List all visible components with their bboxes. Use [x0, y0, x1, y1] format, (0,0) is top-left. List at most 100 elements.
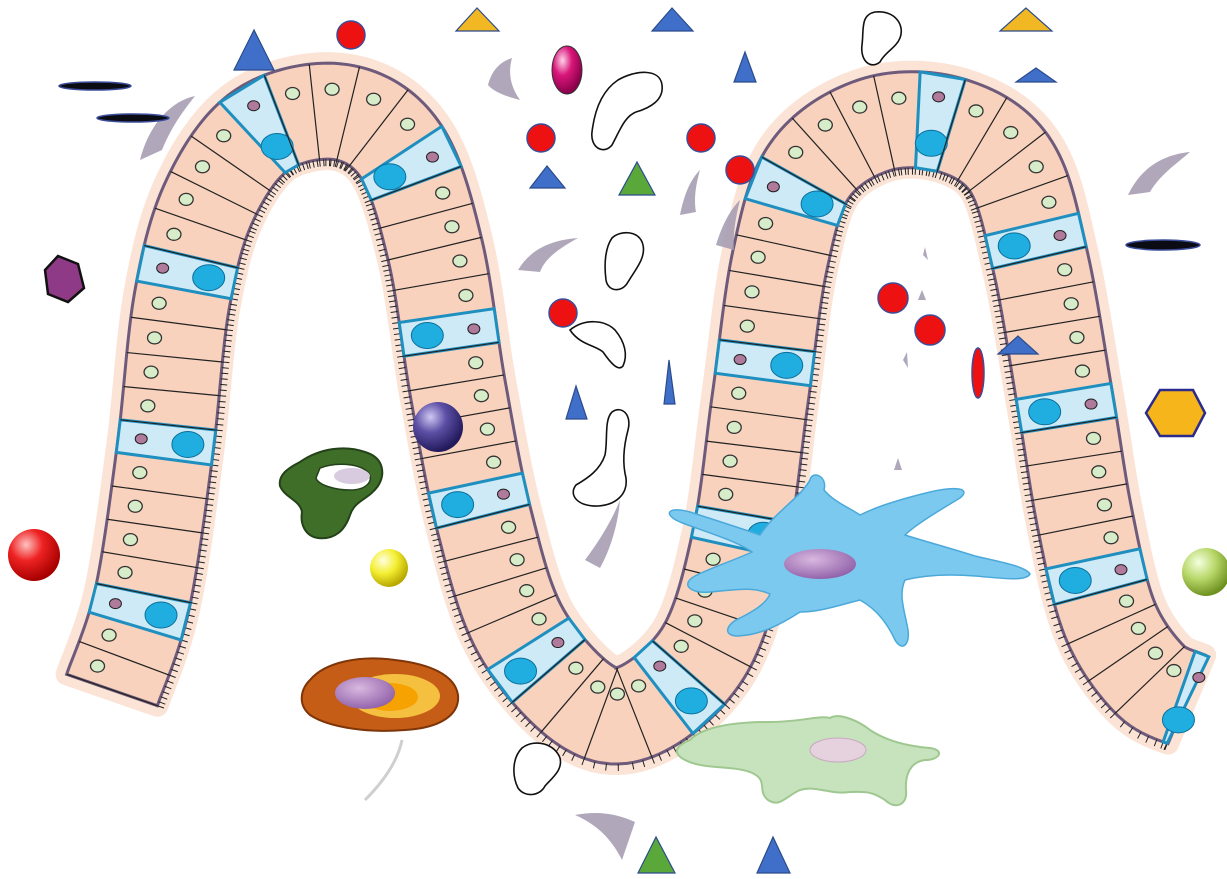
cell-nucleus [892, 92, 906, 104]
cell-nucleus [732, 387, 746, 399]
mucus-granule [675, 688, 707, 714]
cell-nucleus [610, 688, 624, 700]
antigen-triangle-icon [652, 8, 693, 31]
goblet-nucleus [734, 355, 746, 365]
fiber [894, 458, 902, 470]
cell-nucleus [480, 423, 494, 435]
antigen-triangle-icon [530, 166, 565, 188]
cell-nucleus [727, 421, 741, 433]
antigen-triangle-icon [1000, 8, 1052, 31]
microvillus [905, 168, 906, 175]
purple-crystal-icon [45, 256, 84, 302]
cell-nucleus [148, 332, 162, 344]
microvillus [219, 401, 226, 402]
fiber [488, 58, 520, 100]
mast-cell [302, 658, 458, 800]
cell-nucleus [706, 553, 720, 565]
cell-nucleus [401, 118, 415, 130]
cell-nucleus [818, 119, 832, 131]
mucus-granule [1059, 567, 1091, 593]
red-particle-icon [687, 124, 715, 152]
goblet-nucleus [135, 434, 147, 444]
antigen-triangle-icon [566, 386, 587, 419]
cell-nucleus [1070, 332, 1084, 344]
goblet-nucleus [426, 152, 438, 162]
microvillus [222, 362, 229, 363]
cell-nucleus [632, 680, 646, 692]
cell-nucleus [141, 400, 155, 412]
cell-nucleus [1087, 432, 1101, 444]
mucus-granule [374, 164, 406, 190]
microvillus [217, 419, 224, 420]
bacterium-icon [573, 410, 629, 506]
red-particle-icon [549, 299, 577, 327]
antigen-triangle-icon [664, 360, 675, 404]
fiber [575, 813, 635, 860]
cell-nucleus [1104, 532, 1118, 544]
microvillus [220, 384, 227, 385]
microvillus [221, 379, 228, 380]
bacterium-icon [570, 322, 625, 368]
cell-nucleus [1004, 127, 1018, 139]
cell-nucleus [469, 357, 483, 369]
bacterium-icon [862, 12, 902, 65]
cell-nucleus [325, 83, 339, 95]
macrophage [677, 716, 939, 805]
cell-nucleus [445, 221, 459, 233]
cell-nucleus [436, 187, 450, 199]
cell-nucleus [91, 660, 105, 672]
goblet-nucleus [497, 489, 509, 499]
antigen-triangle-icon [234, 30, 274, 70]
cell-nucleus [1029, 161, 1043, 173]
goblet-nucleus [1193, 672, 1205, 682]
yellow-crystal-icon [1146, 390, 1205, 436]
goblet-nucleus [109, 599, 121, 609]
bacterium-icon [514, 743, 561, 795]
goblet-nucleus [1054, 230, 1066, 240]
mucus-granule [411, 323, 443, 349]
fiber [918, 290, 926, 300]
mucus-granule [1029, 399, 1061, 425]
activated-cell [280, 448, 382, 538]
fiber [903, 352, 908, 368]
microvillus [223, 357, 230, 358]
bacterium-icon [605, 233, 643, 290]
goblet-nucleus [552, 638, 564, 648]
goblet-nucleus [1085, 399, 1097, 409]
cell-nucleus [1042, 196, 1056, 208]
pink-bead-icon [552, 46, 582, 94]
microvillus [218, 407, 225, 408]
goblet-nucleus [933, 92, 945, 102]
cell-nucleus [179, 193, 193, 205]
cell-nucleus [688, 615, 702, 627]
red-particle-icon [915, 315, 945, 345]
mucus-granule [193, 265, 225, 291]
antigen-triangle-icon [619, 162, 655, 195]
cell-nucleus [759, 217, 773, 229]
cell-nucleus [459, 289, 473, 301]
purple-bead-icon [413, 402, 463, 452]
cell-nucleus [118, 566, 132, 578]
cell-nucleus [367, 93, 381, 105]
microvillus [222, 368, 229, 369]
mucus-granule [505, 658, 537, 684]
cell-nucleus [195, 161, 209, 173]
cell-nucleus [751, 251, 765, 263]
goblet-nucleus [767, 182, 779, 192]
cell-nucleus [569, 662, 583, 674]
cell-nucleus [1167, 665, 1181, 677]
fiber [518, 238, 578, 272]
mucus-granule [145, 602, 177, 628]
cell-nucleus [674, 640, 688, 652]
cell-nucleus [1131, 622, 1145, 634]
cell-nucleus [723, 455, 737, 467]
rod-bacterium-icon [59, 82, 131, 90]
rod-bacterium-icon [1126, 240, 1200, 250]
goblet-nucleus [1115, 565, 1127, 575]
rod-bacterium-icon [97, 114, 169, 122]
microvillus [220, 390, 227, 391]
fiber [1128, 152, 1190, 195]
cell-nucleus [453, 255, 467, 267]
